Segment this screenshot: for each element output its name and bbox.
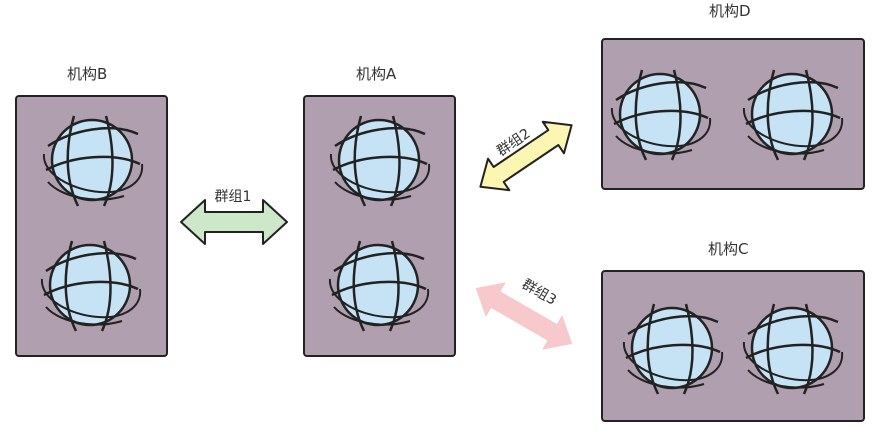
globe-icon [610,68,712,162]
group-1-arrow [180,199,288,245]
globe-icon [742,302,844,396]
globe-icon [742,68,844,162]
globe-icon [622,302,724,396]
group-2-arrow [479,120,573,192]
group-3-arrow [475,282,573,350]
globe-icon [329,114,431,208]
org-a-label: 机构A [356,65,397,83]
globe-icon [328,239,430,333]
group-1-label: 群组1 [215,189,252,205]
org-c-label: 机构C [708,240,749,258]
group-3-label: 群组3 [519,276,559,308]
org-d-label: 机构D [709,2,751,20]
globe-icon [42,114,144,208]
globe-icon [40,239,142,333]
org-b-label: 机构B [67,65,108,83]
